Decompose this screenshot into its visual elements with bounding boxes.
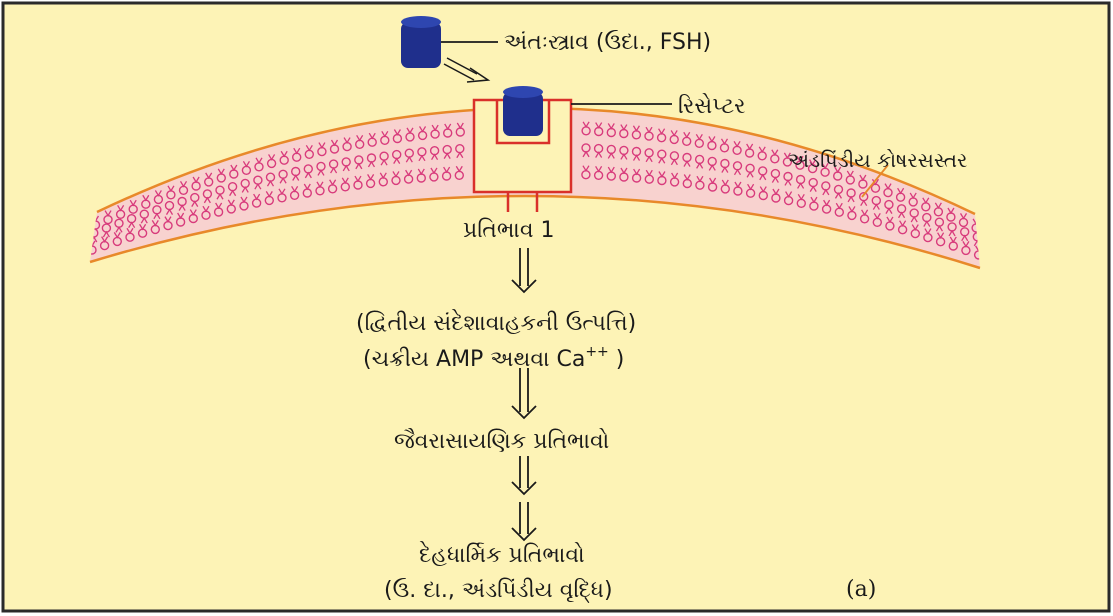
response-1-label: પ્રતિભાવ 1: [463, 218, 555, 243]
physiological-example-label: (ઉ. દા., અંડપિંડીય વૃદ્ધિ): [384, 578, 613, 603]
biochemical-responses-label: જૈવરાસાયણિક પ્રતિભાવો: [394, 428, 609, 454]
bound-hormone-top: [503, 86, 543, 98]
receptor-label: રિસેપ્ટર: [678, 93, 746, 119]
bound-hormone: [503, 86, 543, 136]
panel-label: (a): [846, 577, 876, 602]
second-messenger-example: (ચક્રીય AMP અથવા Ca++ ): [363, 344, 624, 372]
second-messenger-label: (દ્વિતીય સંદેશાવાહકની ઉત્પત્તિ): [356, 309, 636, 336]
bound-hormone-body: [503, 92, 543, 136]
background-panel: [3, 3, 1109, 611]
free-hormone-top: [401, 16, 441, 28]
membrane-label: અંડપિંડીય કોષરસસ્તર: [788, 148, 967, 172]
free-hormone: [401, 16, 441, 68]
hormone-label: અંતઃસ્ત્રાવ (ઉદા., FSH): [504, 30, 711, 55]
physiological-responses-label: દેહધાર્મિક પ્રતિભાવો: [419, 541, 585, 568]
free-hormone-body: [401, 22, 441, 68]
